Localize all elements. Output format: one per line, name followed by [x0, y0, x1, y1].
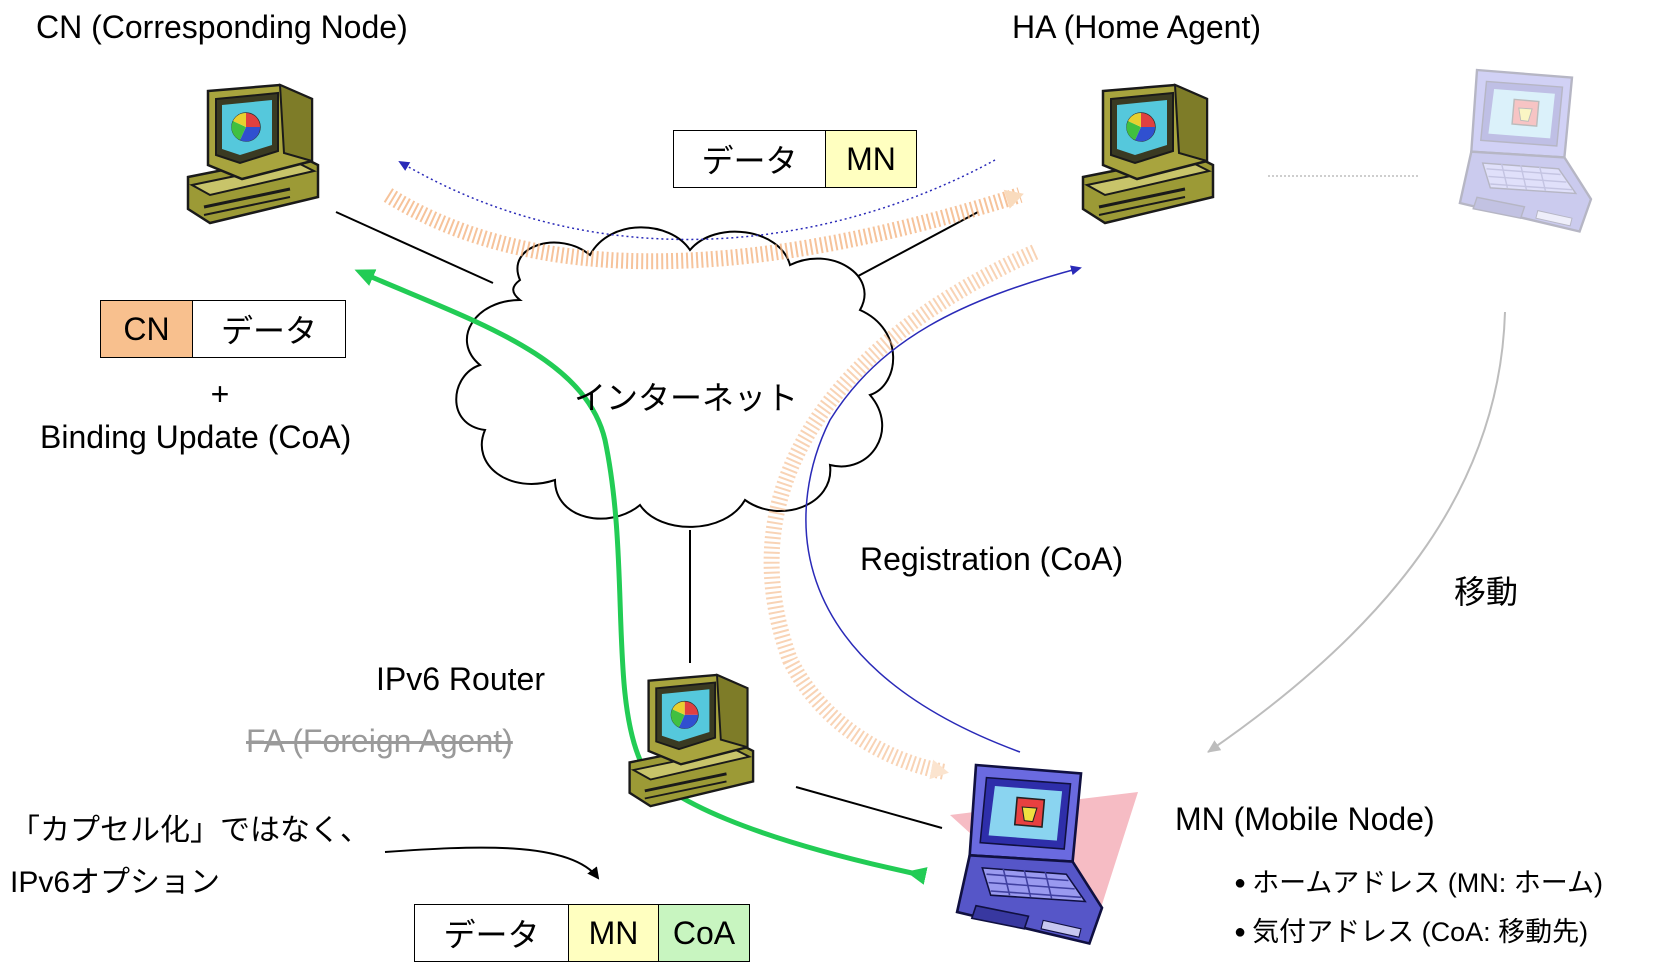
mn-address-list: ●ホームアドレス (MN: ホーム) ●気付アドレス (CoA: 移動先)	[1234, 860, 1603, 958]
packet-cn-cn: CN	[101, 301, 193, 357]
router-desktop-computer-icon	[628, 673, 755, 808]
home-address-text: ホームアドレス (MN: ホーム)	[1252, 868, 1603, 898]
mn-node-label: MN (Mobile Node)	[1175, 801, 1435, 837]
packet-top-data: データ	[674, 131, 826, 187]
cn-node-label: CN (Corresponding Node)	[36, 9, 408, 45]
care-of-address-text: 気付アドレス (CoA: 移動先)	[1252, 917, 1589, 947]
ha-node-label: HA (Home Agent)	[1012, 9, 1261, 45]
packet-cn-data: データ	[193, 301, 345, 357]
internet-label: インターネット	[574, 380, 799, 416]
link-cn-cloud	[335, 211, 494, 284]
list-item: ●気付アドレス (CoA: 移動先)	[1234, 909, 1603, 958]
packet-top-mn: MN	[826, 131, 916, 187]
bullet-icon: ●	[1234, 921, 1247, 943]
packet-bottom-coa: CoA	[659, 905, 749, 961]
note-arrow	[384, 846, 600, 880]
packet-bottom-mn: MN	[569, 905, 659, 961]
note-line-2: IPv6オプション	[10, 866, 221, 899]
packet-bottom-data: データ	[415, 905, 569, 961]
binding-plus-label: +	[210, 376, 230, 412]
move-arrow	[1207, 311, 1506, 753]
cn-desktop-computer-icon	[186, 83, 320, 225]
bullet-icon: ●	[1234, 872, 1247, 894]
list-item: ●ホームアドレス (MN: ホーム)	[1234, 860, 1603, 909]
old-mn-laptop-computer-icon	[1458, 68, 1593, 233]
ha-desktop-computer-icon	[1081, 83, 1215, 225]
packet-top: データ MN	[673, 130, 917, 188]
registration-label: Registration (CoA)	[860, 541, 1124, 577]
cloud-icon	[455, 226, 895, 528]
route-optimized-path	[354, 269, 928, 885]
path-ha-to-cn	[398, 159, 996, 241]
binding-update-label: Binding Update (CoA)	[40, 419, 352, 455]
move-label: 移動	[1454, 574, 1519, 610]
fa-node-label: FA (Foreign Agent)	[246, 723, 513, 759]
packet-bottom: データ MN CoA	[414, 904, 750, 962]
tunnel-path-cn-ha	[383, 187, 1024, 270]
packet-cn: CN データ	[100, 300, 346, 358]
link-router-mn	[795, 786, 943, 829]
router-node-label: IPv6 Router	[376, 661, 545, 697]
note-line-1: 「カプセル化」ではなく、	[10, 814, 370, 847]
